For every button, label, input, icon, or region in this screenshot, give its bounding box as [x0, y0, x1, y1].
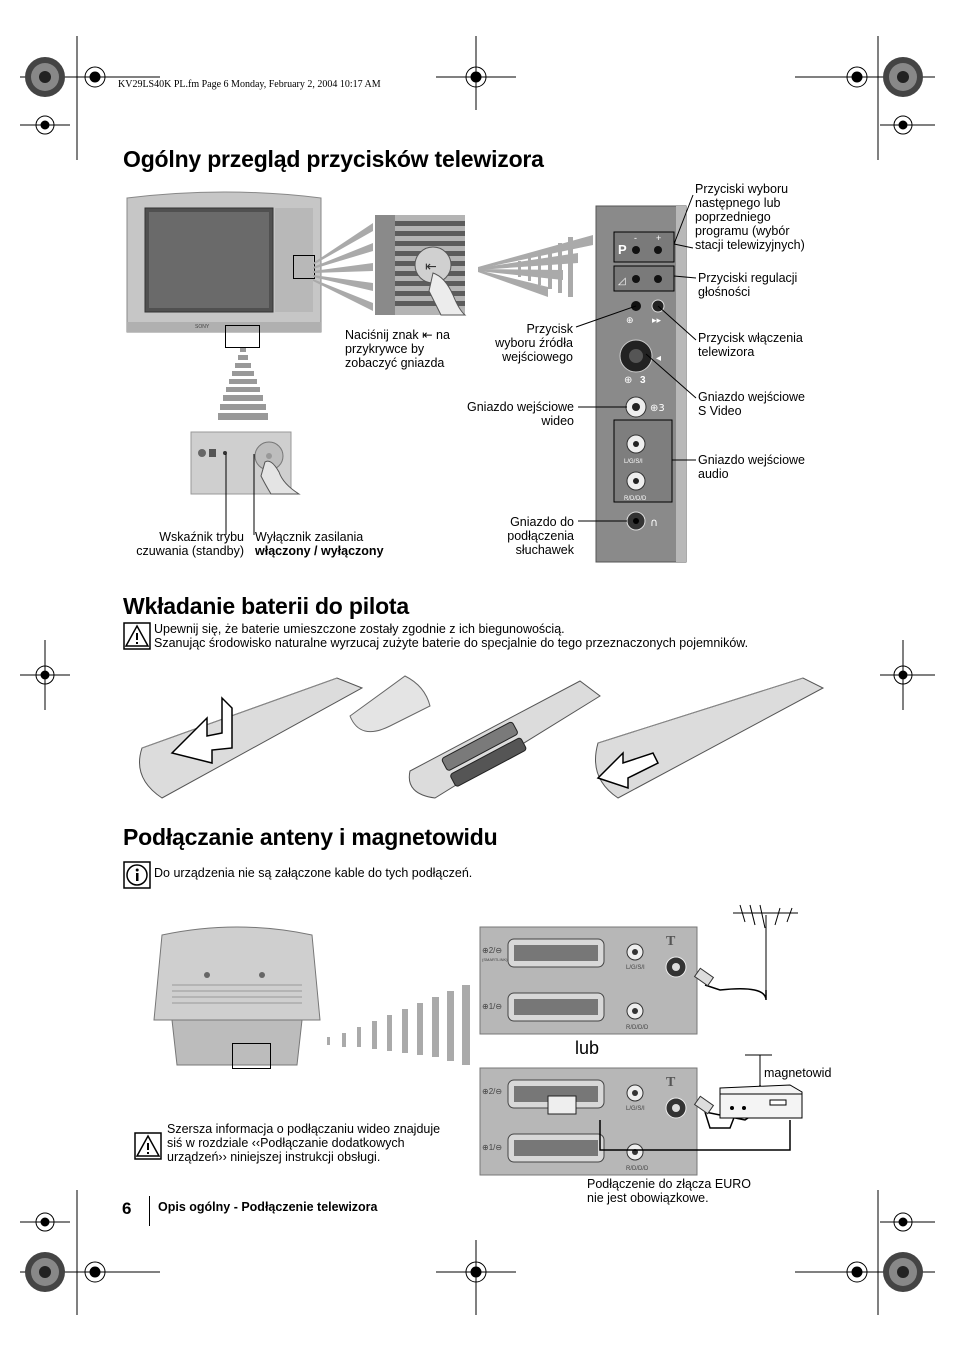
- volume-down-button[interactable]: [632, 275, 640, 283]
- zoom-stripes-right: [478, 235, 593, 297]
- vcr-label: magnetowid: [764, 1066, 832, 1080]
- zoom-stripes-down: [218, 348, 268, 420]
- program-up-button[interactable]: [654, 246, 662, 254]
- cables-info-text: Do urządzenia nie są załączone kable do …: [154, 866, 473, 880]
- label-audio-input: Gniazdo wejściowe audio: [698, 453, 805, 481]
- program-plus-mark: +: [656, 233, 661, 243]
- section-title-buttons-overview: Ogólny przegląd przycisków telewizora: [123, 146, 544, 172]
- svg-text:⊕: ⊕: [624, 375, 632, 386]
- svg-text:⇤: ⇤: [425, 259, 437, 275]
- label-tv-on-button: Przycisk włączenia telewizora: [698, 331, 803, 359]
- remote-batteries-illustration: [349, 675, 601, 799]
- svg-text:◿: ◿: [618, 276, 626, 287]
- volume-up-button[interactable]: [654, 275, 662, 283]
- footer-chapter: Opis ogólny - Podłączenie telewizora: [158, 1200, 378, 1214]
- panel2-rdd-mark: R/D/D/D: [626, 1166, 649, 1172]
- battery-warning-text: Upewnij się, że baterie umieszczone zost…: [154, 622, 749, 650]
- scart1-mark: ⊕1/⊖: [482, 1002, 502, 1011]
- panel2-t-mark: T: [666, 1075, 676, 1090]
- warning-icon: [123, 622, 151, 650]
- zoom-stripes-back: [327, 985, 470, 1065]
- panel2-lgs-mark: L/G/S/I: [626, 1106, 645, 1112]
- label-video-input: Gniazdo wejściowe wideo: [467, 400, 574, 428]
- tv-bottom-panel-marker: [225, 325, 260, 348]
- tv-back-illustration: [153, 926, 321, 1066]
- euro-note-text: Podłączenie do złącza EURO nie jest obow…: [587, 1177, 751, 1205]
- section-title-batteries: Wkładanie baterii do pilota: [123, 593, 409, 619]
- panel1-rdd-mark: R/D/D/D: [626, 1025, 649, 1031]
- audio-lgs-mark: L/G/S/I: [624, 459, 643, 465]
- av3-mark: 3: [640, 375, 646, 386]
- side-cover-photo: ⇤: [375, 215, 467, 316]
- remote-closed-illustration: [595, 677, 825, 799]
- program-p-mark: P: [618, 242, 627, 257]
- panel2-scart2-mark: ⊕2/⊖: [482, 1087, 502, 1096]
- footer-divider: [149, 1196, 150, 1226]
- svg-text:⊕: ⊕: [626, 316, 634, 326]
- smartlink-mark: (SMARTLINK): [482, 957, 508, 962]
- remote-open-illustration: [139, 677, 364, 799]
- connector-panel-antenna: ⊕2/⊖ (SMARTLINK) ⊕1/⊖ L/G/S/I R/D/D/D T: [479, 926, 698, 1035]
- file-info-header: KV29LS40K PL.fm Page 6 Monday, February …: [118, 79, 381, 90]
- scart2-mark: ⊕2/⊖: [482, 946, 502, 955]
- more-info-text: Szersza informacja o podłączaniu wideo z…: [167, 1122, 441, 1164]
- or-label: lub: [575, 1038, 600, 1058]
- svg-text:∩: ∩: [650, 516, 658, 529]
- warning-icon-more-info: [134, 1132, 162, 1160]
- program-minus-mark: -: [634, 233, 637, 243]
- label-headphones: Gniazdo do podłączenia słuchawek: [507, 515, 574, 557]
- label-power-switch: Wyłącznik zasilania włączony / wyłączony: [255, 530, 384, 558]
- label-program-buttons: Przyciski wyboru następnego lub poprzedn…: [695, 182, 805, 252]
- svg-text:SONY: SONY: [195, 324, 210, 330]
- panel1-t-mark: T: [666, 934, 676, 949]
- svg-text:⊕3: ⊕3: [650, 403, 665, 414]
- press-cover-note: Naciśnij znak ⇤ na przykrywce by zobaczy…: [345, 328, 450, 370]
- front-power-panel-photo: [190, 431, 301, 495]
- label-source-button: Przycisk wyboru źródła wejściowego: [495, 322, 573, 364]
- control-panel-photo: P - + ◿ ⊕ ▸▸ ◂ ⊕ 3 ⊕3 L/G/S/I R/D/D/D ∩: [595, 205, 687, 563]
- program-down-button[interactable]: [632, 246, 640, 254]
- vcr-device: [719, 1084, 803, 1119]
- tv-front-illustration: SONY: [126, 191, 322, 333]
- label-svideo-input: Gniazdo wejściowe S Video: [698, 390, 805, 418]
- zoom-stripes-mid: [313, 223, 373, 311]
- leader-lines-panel: [225, 194, 697, 535]
- panel2-scart1-mark: ⊕1/⊖: [482, 1143, 502, 1152]
- label-volume-buttons: Przyciski regulacji głośności: [698, 271, 798, 299]
- tv-back-panel-marker: [232, 1043, 271, 1069]
- info-icon: [123, 861, 151, 889]
- svg-text:▸▸: ▸▸: [652, 316, 662, 326]
- section-title-antenna-vcr: Podłączanie anteny i magnetowidu: [123, 824, 498, 850]
- panel1-lgs-mark: L/G/S/I: [626, 965, 645, 971]
- audio-rdd-mark: R/D/D/D: [624, 496, 647, 502]
- label-standby-indicator: Wskaźnik trybu czuwania (standby): [136, 530, 244, 558]
- svg-text:◂: ◂: [656, 353, 661, 364]
- page-number: 6: [122, 1199, 132, 1218]
- connector-panel-vcr: ⊕2/⊖ ⊕1/⊖ L/G/S/I R/D/D/D T: [479, 1067, 698, 1176]
